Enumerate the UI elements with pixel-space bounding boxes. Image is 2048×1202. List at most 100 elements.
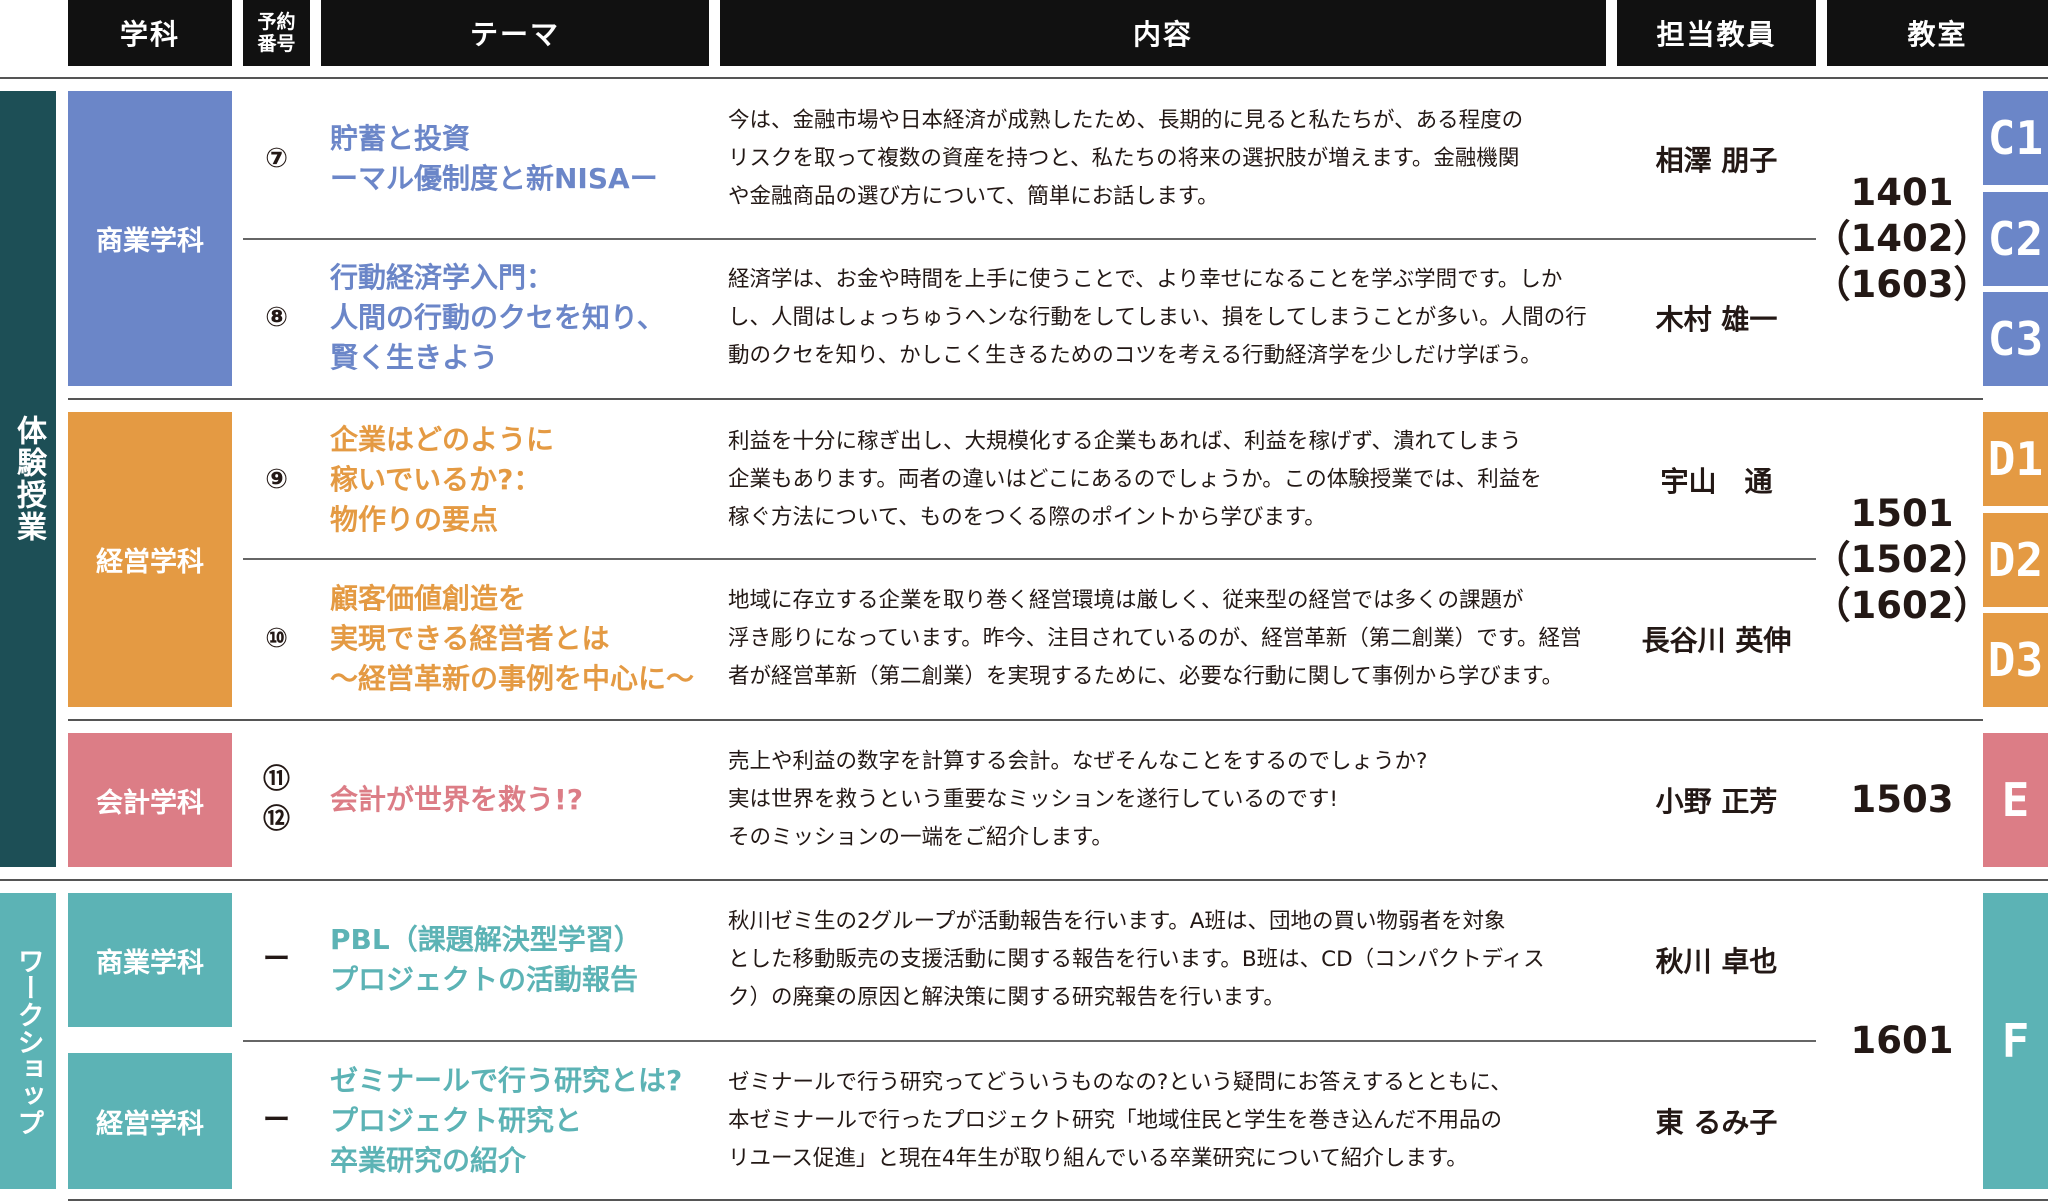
content-line: 者が経営革新（第二創業）を実現するために、必要な行動に関して事例から学びます。 bbox=[728, 664, 1564, 689]
content-row-9: 利益を十分に稼ぎ出し、大規模化する企業もあれば、利益を稼げず、潰れてしまう 企業… bbox=[728, 412, 1618, 547]
reserve-number-7: ⑦ bbox=[243, 91, 310, 226]
content-row-10: 地域に存立する企業を取り巻く経営環境は厳しく、従来型の経営では多くの課題が 浮き… bbox=[728, 571, 1618, 707]
section-taiken: 体験授業 bbox=[0, 91, 56, 867]
content-line: 動のクセを知り、かしこく生きるためのコツを考える行動経済学を少しだけ学ぼう。 bbox=[728, 343, 1542, 368]
divider-taiken-workshop bbox=[0, 879, 2048, 881]
teacher-row-8: 木村 雄一 bbox=[1655, 303, 1778, 336]
dept-management-workshop: 経営学科 bbox=[68, 1053, 232, 1189]
header-dept: 学科 bbox=[68, 0, 232, 66]
content-line: リスクを取って複数の資産を持つと、私たちの将来の選択肢が増えます。金融機関 bbox=[728, 145, 1520, 171]
theme-line: 物作りの要点 bbox=[330, 502, 499, 536]
content-line: 秋川ゼミ生の2グループが活動報告を行います。A班は、団地の買い物弱者を対象 bbox=[728, 909, 1506, 934]
teacher-row-11: 小野 正芳 bbox=[1655, 785, 1778, 818]
content-line: 企業もあります。両者の違いはどこにあるのでしょうか。この体験授業では、利益を bbox=[728, 466, 1542, 492]
theme-line: 行動経済学入門： bbox=[330, 261, 555, 294]
theme-line: 実現できる経営者とは bbox=[330, 622, 610, 655]
theme-line: ーマル優制度と新NISAー bbox=[330, 161, 658, 195]
dept-commerce: 商業学科 bbox=[68, 91, 232, 386]
reserve-number-ws1: ー bbox=[243, 893, 310, 1027]
code-d3: D3 bbox=[1983, 613, 2048, 707]
dept-commerce-workshop: 商業学科 bbox=[68, 893, 232, 1027]
reserve-number: ー bbox=[263, 1105, 290, 1136]
theme-line: 卒業研究の紹介 bbox=[330, 1144, 527, 1177]
reserve-number-11-12: ⑪ ⑫ bbox=[243, 733, 310, 867]
header-theme: テーマ bbox=[321, 0, 709, 66]
theme-line: 人間の行動のクセを知り、 bbox=[330, 301, 665, 334]
content-line: 本ゼミナールで行ったプロジェクト研究「地域住民と学生を巻き込んだ不用品の bbox=[728, 1108, 1503, 1133]
reserve-number: ⑪ bbox=[263, 764, 290, 795]
teacher-row-7: 相澤 朋子 bbox=[1655, 143, 1778, 177]
theme-line: 賢く生きよう bbox=[330, 341, 499, 374]
content-row-8: 経済学は、お金や時間を上手に使うことで、より幸せになることを学ぶ学問です。しか … bbox=[728, 250, 1618, 386]
reserve-number: ー bbox=[263, 944, 290, 975]
room-commerce: 1401 （1402） （1603） bbox=[1814, 91, 1991, 386]
room-number: 1601 bbox=[1850, 1019, 1954, 1062]
teacher-row-10: 長谷川 英伸 bbox=[1641, 624, 1792, 657]
theme-line: 企業はどのように bbox=[330, 422, 555, 456]
reserve-number-9: ⑨ bbox=[243, 412, 310, 547]
header-teacher: 担当教員 bbox=[1617, 0, 1816, 66]
room-accounting: 1503 bbox=[1827, 733, 1977, 867]
content-row-ws1: 秋川ゼミ生の2グループが活動報告を行います。A班は、団地の買い物弱者を対象 とし… bbox=[728, 893, 1618, 1027]
theme-line: 貯蓄と投資 bbox=[330, 121, 471, 155]
code-c2: C2 bbox=[1983, 192, 2048, 286]
reserve-number: ⑫ bbox=[263, 804, 290, 835]
content-line: 今は、金融市場や日本経済が成熟したため、長期的に見ると私たちが、ある程度の bbox=[728, 107, 1524, 133]
content-line: リユース促進」と現在4年生が取り組んでいる卒業研究について紹介します。 bbox=[728, 1146, 1468, 1171]
content-line: 売上や利益の数字を計算する会計。なぜそんなことをするのでしょうか? bbox=[728, 749, 1428, 774]
code-d2: D2 bbox=[1983, 513, 2048, 607]
code-d1: D1 bbox=[1983, 412, 2048, 506]
header-room: 教室 bbox=[1827, 0, 2048, 66]
theme-line: プロジェクト研究と bbox=[330, 1104, 583, 1137]
section-workshop: ワークショップ bbox=[0, 893, 56, 1189]
theme-row-ws2: ゼミナールで行う研究とは? プロジェクト研究と 卒業研究の紹介 bbox=[330, 1053, 720, 1189]
content-line: 実は世界を救うという重要なミッションを遂行しているのです! bbox=[728, 787, 1338, 812]
divider-commerce-management bbox=[68, 398, 1983, 400]
reserve-number: ⑧ bbox=[265, 302, 288, 333]
room-number: （1602） bbox=[1813, 583, 1991, 627]
header-reserve-line1: 予約 bbox=[257, 11, 296, 33]
content-line: ク）の廃棄の原因と解決策に関する研究報告を行います。 bbox=[728, 985, 1285, 1010]
content-row-7: 今は、金融市場や日本経済が成熟したため、長期的に見ると私たちが、ある程度の リス… bbox=[728, 91, 1618, 226]
code-c3: C3 bbox=[1983, 292, 2048, 386]
content-line: 経済学は、お金や時間を上手に使うことで、より幸せになることを学ぶ学問です。しか bbox=[728, 267, 1563, 292]
content-line: し、人間はしょっちゅうヘンな行動をしてしまい、損をしてしまうことが多い。人間の行 bbox=[728, 305, 1587, 330]
reserve-number: ⑩ bbox=[265, 623, 288, 654]
room-number: （1502） bbox=[1813, 537, 1991, 581]
room-management: 1501 （1502） （1602） bbox=[1814, 412, 1991, 707]
theme-row-8: 行動経済学入門： 人間の行動のクセを知り、 賢く生きよう bbox=[330, 250, 720, 386]
divider-bottom bbox=[68, 1199, 2048, 1201]
room-workshop: 1601 bbox=[1827, 893, 1977, 1189]
room-number: （1603） bbox=[1813, 262, 1991, 306]
theme-line: プロジェクトの活動報告 bbox=[330, 963, 639, 996]
code-c1: C1 bbox=[1983, 91, 2048, 185]
theme-row-9: 企業はどのように 稼いでいるか?： 物作りの要点 bbox=[330, 412, 720, 547]
theme-line: ～経営革新の事例を中心に～ bbox=[330, 662, 695, 695]
content-line: ゼミナールで行う研究ってどういうものなの?という疑問にお答えするとともに、 bbox=[728, 1070, 1512, 1095]
reserve-number-10: ⑩ bbox=[243, 571, 310, 707]
divider-management-accounting bbox=[68, 719, 1983, 721]
teacher-row-ws2: 東 るみ子 bbox=[1655, 1106, 1778, 1139]
content-line: 浮き彫りになっています。昨今、注目されているのが、経営革新（第二創業）です。経営 bbox=[728, 626, 1582, 651]
header-reserve-line2: 番号 bbox=[257, 33, 296, 55]
code-f: F bbox=[1983, 893, 2048, 1189]
room-number: （1402） bbox=[1813, 216, 1991, 260]
theme-line: ゼミナールで行う研究とは? bbox=[330, 1064, 683, 1097]
reserve-number-8: ⑧ bbox=[243, 250, 310, 386]
theme-row-11: 会計が世界を救う!? bbox=[330, 733, 720, 867]
theme-row-7: 貯蓄と投資 ーマル優制度と新NISAー bbox=[330, 91, 720, 226]
theme-line: 会計が世界を救う!? bbox=[330, 783, 584, 816]
divider-row-9-10 bbox=[243, 558, 1816, 560]
code-e: E bbox=[1983, 733, 2048, 867]
theme-line: 顧客価値創造を bbox=[330, 582, 527, 615]
dept-management: 経営学科 bbox=[68, 412, 232, 707]
content-line: や金融商品の選び方について、簡単にお話します。 bbox=[728, 183, 1219, 209]
theme-row-10: 顧客価値創造を 実現できる経営者とは ～経営革新の事例を中心に～ bbox=[330, 571, 720, 707]
theme-line: PBL（課題解決型学習） bbox=[330, 923, 642, 956]
divider-row-7-8 bbox=[243, 238, 1816, 240]
theme-line: 稼いでいるか?： bbox=[330, 462, 542, 496]
content-line: そのミッションの一端をご紹介します。 bbox=[728, 825, 1113, 850]
room-number: 1503 bbox=[1850, 778, 1954, 821]
room-number: 1501 bbox=[1850, 491, 1954, 535]
dept-accounting: 会計学科 bbox=[68, 733, 232, 867]
